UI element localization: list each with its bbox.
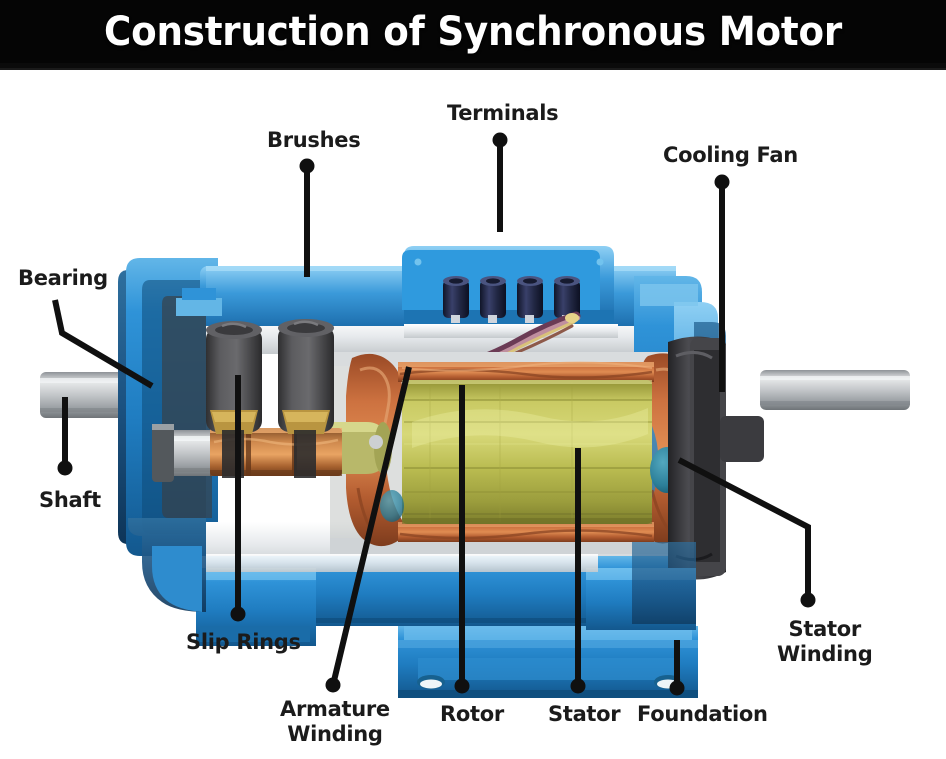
cooling-fan-leader-dot xyxy=(714,174,730,190)
label-foundation: Foundation xyxy=(637,702,768,726)
stator-core xyxy=(300,352,697,554)
stator-leader-dot xyxy=(570,678,586,694)
coil-blob-left xyxy=(380,490,404,522)
title-divider-secondary xyxy=(0,68,946,70)
brush-assembly-right xyxy=(278,319,334,478)
terminal-posts xyxy=(443,276,580,323)
foundation-base xyxy=(128,518,698,698)
stator-winding-leader-dot xyxy=(800,592,816,608)
brush-assembly-left xyxy=(206,321,262,478)
label-rotor: Rotor xyxy=(440,702,504,726)
label-cooling-fan: Cooling Fan xyxy=(663,143,798,167)
leader-lines xyxy=(52,138,811,688)
terminal-box xyxy=(402,246,618,368)
slip-rings-leader-dot xyxy=(230,606,246,622)
cooling-fan xyxy=(668,336,764,580)
rotor-winding-top xyxy=(398,361,654,382)
label-stator: Stator xyxy=(548,702,621,726)
label-slip-rings: Slip Rings xyxy=(186,630,301,654)
brushes-leader-dot xyxy=(299,158,315,174)
title-band xyxy=(0,0,946,63)
label-terminals: Terminals xyxy=(447,101,559,125)
label-stator-winding: Stator Winding xyxy=(777,617,873,666)
casting-band xyxy=(206,554,598,572)
armature-winding-leader xyxy=(330,366,412,686)
label-armature-winding: Armature Winding xyxy=(280,697,390,746)
motor-illustration xyxy=(0,70,946,759)
label-shaft: Shaft xyxy=(39,488,101,512)
foundation-leader-dot xyxy=(669,680,685,696)
armature-winding-leader-dot xyxy=(325,677,341,693)
leader-dots xyxy=(57,132,816,696)
terminals-leader-dot xyxy=(492,132,508,148)
rotor-leader-dot xyxy=(454,678,470,694)
label-bearing: Bearing xyxy=(18,266,108,290)
page-title: Construction of Synchronous Motor xyxy=(103,8,843,55)
title-divider xyxy=(0,63,946,68)
shaft-leader-dot xyxy=(57,460,73,476)
bearing-leader xyxy=(52,299,154,389)
shaft-right-end xyxy=(760,370,910,410)
rotor-winding-bottom xyxy=(398,522,654,542)
stator-winding-leader xyxy=(677,457,811,600)
label-brushes: Brushes xyxy=(267,128,361,152)
rotor-core xyxy=(402,380,652,524)
